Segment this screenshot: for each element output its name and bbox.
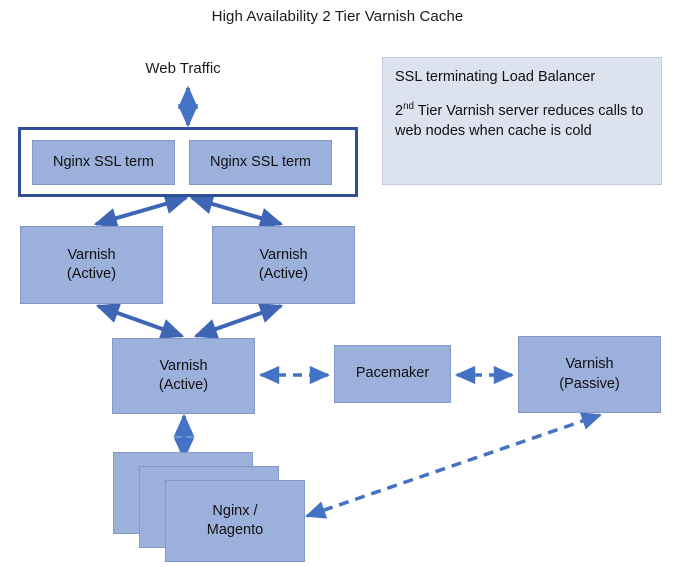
arrow-lb-to-varnish-left <box>93 193 189 229</box>
node-nginx-magento-label: Nginx / Magento <box>206 502 264 538</box>
node-varnish-passive-label: Varnish (Passive) <box>559 356 620 392</box>
legend-line-2-prefix: 2 <box>395 103 404 120</box>
node-varnish-active-mid[interactable]: Varnish (Active) <box>112 338 255 414</box>
node-varnish-passive[interactable]: Varnish (Passive) <box>518 336 661 413</box>
legend-line-2: 2nd Tier Varnish server reduces calls to… <box>395 102 649 141</box>
arrow-web-nodes-to-varnish-passive <box>305 412 602 519</box>
node-nginx-ssl-term-left-label: Nginx SSL term <box>53 153 154 170</box>
node-nginx-ssl-term-right[interactable]: Nginx SSL term <box>189 140 332 185</box>
node-varnish-active-right[interactable]: Varnish (Active) <box>212 226 355 304</box>
legend-panel: SSL terminating Load Balancer 2nd Tier V… <box>382 57 662 185</box>
legend-spacer <box>395 87 649 102</box>
legend-line-1: SSL terminating Load Balancer <box>395 69 596 85</box>
legend-line-2-ordinal-suffix: nd <box>403 101 415 113</box>
node-nginx-ssl-term-right-label: Nginx SSL term <box>210 153 311 170</box>
page-title: High Availability 2 Tier Varnish Cache <box>211 8 464 25</box>
node-varnish-active-left[interactable]: Varnish (Active) <box>20 226 163 304</box>
node-varnish-active-right-label: Varnish (Active) <box>258 246 309 282</box>
arrow-varnish-right-to-mid <box>193 303 284 339</box>
node-pacemaker-label: Pacemaker <box>355 365 430 382</box>
node-varnish-active-left-label: Varnish (Active) <box>66 246 117 282</box>
web-traffic-label: Web Traffic <box>145 60 221 77</box>
legend-line-2-rest: Tier Varnish server reduces calls to web… <box>395 103 644 139</box>
arrow-varnish-left-to-mid <box>95 303 185 339</box>
node-nginx-ssl-term-left[interactable]: Nginx SSL term <box>32 140 175 185</box>
node-pacemaker[interactable]: Pacemaker <box>334 345 451 403</box>
node-nginx-magento[interactable]: Nginx / Magento <box>165 480 305 562</box>
node-varnish-active-mid-label: Varnish (Active) <box>158 357 209 393</box>
arrow-lb-to-varnish-right <box>189 193 284 229</box>
